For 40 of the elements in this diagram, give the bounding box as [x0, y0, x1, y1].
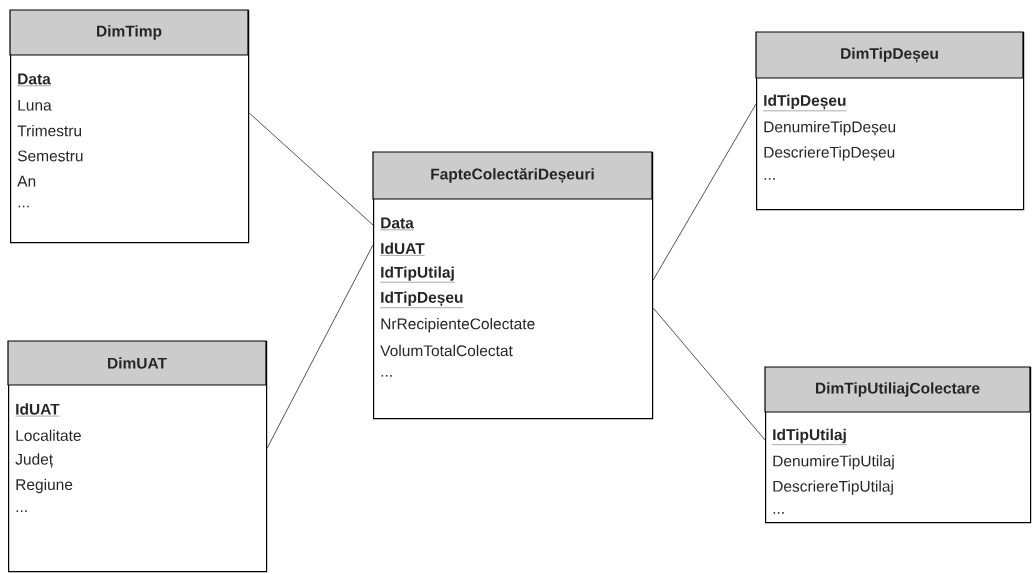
field-text: VolumTotalColectat: [380, 344, 513, 357]
field-text: DescriereTipUtilaj: [773, 480, 893, 495]
field-text: Trimestru: [17, 124, 82, 137]
entity-table: [755, 31, 1025, 211]
field-text: Județ: [15, 453, 53, 468]
field-text: NrRecipienteColectate: [381, 318, 535, 333]
field-text: ...: [16, 510, 27, 513]
connector-line: [266, 244, 374, 449]
field-text: Regiune: [16, 478, 73, 494]
entity-table: [372, 151, 654, 420]
table-header: DimUAT: [7, 340, 267, 386]
field-text: ...: [764, 178, 775, 180]
entity-table: [7, 340, 268, 573]
field-text: Semestru: [17, 150, 83, 162]
entity-table: [764, 366, 1032, 524]
key-field: Data: [380, 217, 414, 230]
connector-line: [652, 103, 757, 281]
entity-table: [9, 9, 250, 244]
field-text: ...: [381, 374, 392, 377]
field-text: DenumireTipDeșeu: [764, 121, 896, 136]
table-header: FapteColectăriDeșeuri: [372, 151, 653, 200]
field-text: DenumireTipUtilaj: [773, 455, 894, 470]
field-text: ...: [18, 205, 29, 208]
field-text: DescriereTipDeșeu: [764, 146, 895, 161]
key-field: IdTipUtilaj: [380, 266, 456, 283]
key-field: IdUAT: [380, 242, 425, 256]
key-field: Data: [17, 73, 51, 86]
key-field: IdTipDeșeu: [763, 94, 847, 111]
field-text: Localitate: [16, 429, 81, 441]
table-header: DimTipUtiliajColectare: [764, 366, 1031, 413]
key-field: IdTipDeșeu: [380, 291, 464, 308]
key-field: IdUAT: [15, 403, 60, 417]
field-text: ...: [773, 512, 784, 514]
table-header: DimTipDeșeu: [755, 31, 1024, 79]
connector-line: [652, 307, 766, 441]
field-text: An: [17, 175, 36, 187]
table-header: DimTimp: [9, 9, 249, 56]
key-field: IdTipUtilaj: [772, 428, 848, 445]
field-text: Luna: [18, 99, 52, 111]
connector-line: [248, 112, 374, 226]
